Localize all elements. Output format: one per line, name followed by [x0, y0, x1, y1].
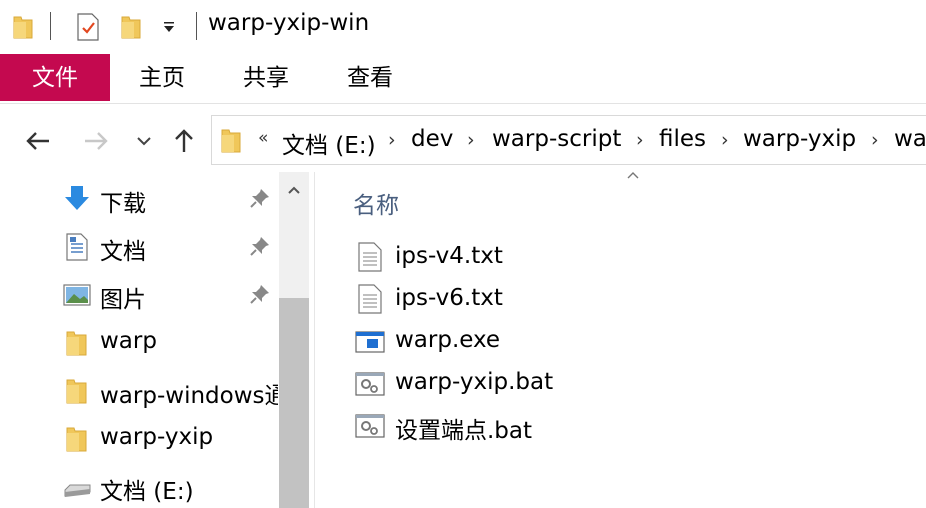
back-button[interactable] [22, 125, 54, 157]
forward-arrow-icon [85, 132, 108, 150]
sidebar-item-downloads[interactable]: 下载 [62, 176, 282, 220]
file-name: 设置端点.bat [395, 418, 533, 444]
file-name: ips-v6.txt [395, 285, 503, 311]
tab-view[interactable]: 查看 [347, 65, 393, 91]
properties-icon[interactable] [76, 12, 100, 46]
tab-file[interactable]: 文件 [0, 54, 110, 101]
forward-button[interactable] [80, 125, 112, 157]
file-row[interactable]: ips-v4.txt [353, 238, 893, 278]
pin-icon[interactable] [248, 282, 272, 306]
chevron-down-icon [137, 137, 151, 146]
new-folder-icon[interactable] [120, 14, 142, 44]
pin-icon[interactable] [248, 186, 272, 210]
up-arrow-icon [175, 129, 193, 152]
column-header-name[interactable]: 名称 [353, 193, 399, 219]
file-name: warp.exe [395, 327, 501, 353]
download-arrow-icon [62, 184, 94, 214]
navigation-bar: « 文档 (E:) › dev › warp-script › files › … [0, 113, 926, 167]
file-name: warp-yxip.bat [395, 369, 554, 395]
breadcrumb-separator[interactable]: › [388, 129, 396, 151]
sidebar-item-label: warp-windows通 [100, 383, 278, 409]
breadcrumb-separator[interactable]: › [871, 129, 879, 151]
back-arrow-icon [26, 132, 49, 150]
sort-ascending-icon [625, 166, 641, 185]
folder-icon [62, 376, 94, 406]
sidebar-item-drive-e[interactable]: 文档 (E:) [62, 464, 282, 508]
file-row[interactable]: warp-yxip.bat [353, 364, 893, 404]
sidebar-item-label: 文档 [100, 239, 146, 265]
breadcrumb-current[interactable]: wa [894, 126, 926, 152]
bat-file-icon [355, 368, 385, 398]
sidebar-item-documents[interactable]: 文档 [62, 224, 282, 268]
file-row[interactable]: warp.exe [353, 322, 893, 362]
scroll-thumb[interactable] [279, 298, 309, 508]
breadcrumb-warp-script[interactable]: warp-script [492, 126, 622, 152]
bat-file-icon [355, 410, 385, 440]
navigation-pane: 下载 文档 图片 warp warp-windows通 [0, 172, 313, 508]
file-name: ips-v4.txt [395, 243, 503, 269]
sidebar-item-label: 文档 (E:) [100, 479, 194, 505]
scroll-up-button[interactable] [279, 172, 309, 208]
window-title: warp-yxip-win [208, 10, 370, 36]
breadcrumb-warp-yxip[interactable]: warp-yxip [743, 126, 857, 152]
sidebar-item-warp-yxip[interactable]: warp-yxip [62, 416, 282, 460]
sidebar-item-label: warp-yxip [100, 424, 214, 450]
breadcrumb-separator[interactable]: › [721, 129, 729, 151]
file-list: 名称 ips-v4.txt ips-v6.txt warp.exe warp-y… [315, 172, 926, 508]
folder-icon [62, 424, 94, 454]
folder-icon [62, 328, 94, 358]
breadcrumb-files[interactable]: files [659, 126, 707, 152]
folder-icon [220, 126, 242, 158]
breadcrumb-drive[interactable]: 文档 (E:) [282, 133, 376, 159]
address-bar[interactable]: « 文档 (E:) › dev › warp-script › files › … [211, 115, 926, 165]
document-icon [62, 232, 94, 262]
text-file-icon [357, 284, 383, 314]
pane-divider[interactable] [314, 172, 315, 508]
breadcrumb-separator[interactable]: › [636, 129, 644, 151]
recent-locations-button[interactable] [128, 125, 160, 157]
toolbar-separator [50, 12, 51, 40]
drive-icon [62, 472, 94, 502]
up-button[interactable] [168, 125, 200, 157]
sidebar-item-label: 图片 [100, 287, 146, 313]
sidebar-item-warp[interactable]: warp [62, 320, 282, 364]
exe-file-icon [355, 326, 385, 356]
file-row[interactable]: 设置端点.bat [353, 406, 893, 446]
pin-icon[interactable] [248, 234, 272, 258]
sidebar-item-label: warp [100, 328, 157, 354]
tab-share[interactable]: 共享 [243, 65, 289, 91]
toolbar-separator [196, 12, 197, 40]
text-file-icon [357, 242, 383, 272]
sidebar-item-warp-windows[interactable]: warp-windows通 [62, 368, 278, 412]
tab-home[interactable]: 主页 [139, 65, 185, 91]
ribbon-tabs: 文件 主页 共享 查看 [0, 54, 926, 104]
sidebar-item-pictures[interactable]: 图片 [62, 272, 282, 316]
breadcrumb-dev[interactable]: dev [411, 126, 454, 152]
sidebar-item-label: 下载 [100, 191, 146, 217]
path-overflow-icon[interactable]: « [258, 128, 269, 148]
customize-toolbar-dropdown-icon[interactable] [162, 20, 176, 39]
breadcrumb-separator[interactable]: › [467, 129, 475, 151]
chevron-up-icon [288, 186, 300, 194]
file-row[interactable]: ips-v6.txt [353, 280, 893, 320]
sidebar-scrollbar[interactable] [279, 172, 309, 508]
folder-icon[interactable] [12, 14, 34, 44]
picture-icon [62, 280, 94, 310]
title-bar: warp-yxip-win [0, 0, 926, 54]
